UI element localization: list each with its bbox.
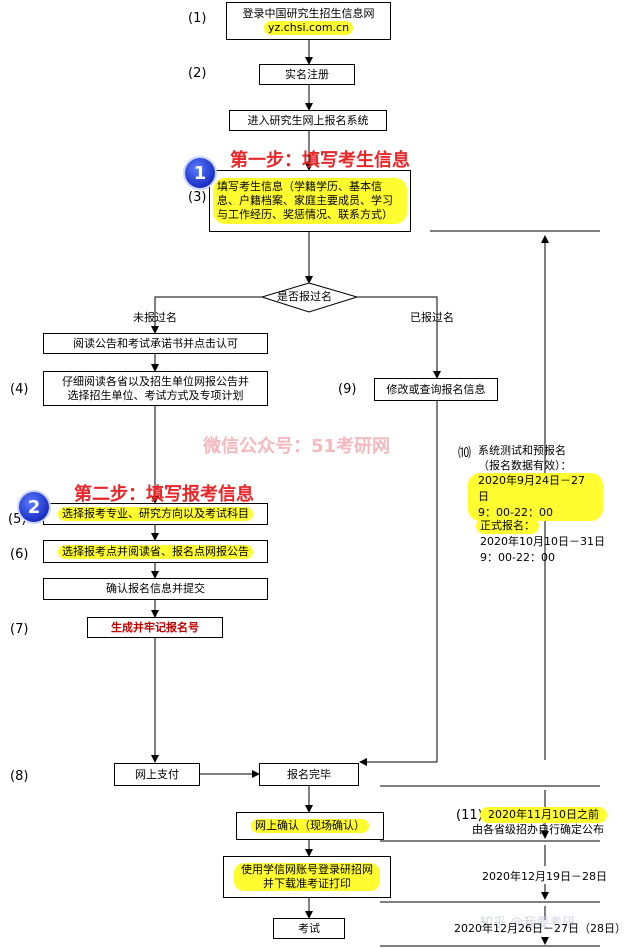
- login-label: 登录中国研究生招生信息网: [242, 7, 375, 20]
- formal-title: 正式报名：: [476, 518, 539, 534]
- fill-info-label: 填写考生信息（学籍学历、基本信息、户籍档案、家庭主要成员、学习与工作经历、奖惩情…: [213, 178, 407, 224]
- print-ticket-label: 使用学信网账号登录研招网并下载准考证打印: [234, 863, 380, 891]
- exam-dates: 2020年12月26日－27日（28日）: [454, 922, 626, 935]
- online-confirm-label: 网上确认（现场确认）: [251, 819, 369, 833]
- zhihu-watermark: 知乎 @我要考研: [480, 916, 576, 931]
- step-number-3: (3): [188, 190, 207, 205]
- step-number-4: (4): [10, 382, 29, 397]
- step-number-6: (6): [10, 547, 29, 562]
- choose-site-box: 选择报考点并阅读省、报名点网报公告: [43, 540, 268, 563]
- watermark: 微信公众号：51考研网: [203, 436, 391, 457]
- step-number-7: (7): [10, 622, 29, 637]
- step1-badge: 1: [185, 158, 215, 188]
- test-dates: 2020年9月24日－27日 9：00-22：00: [468, 473, 603, 521]
- login-box: 登录中国研究生招生信息网 yz.chsi.com.cn: [226, 2, 391, 40]
- step-number-2: (2): [188, 66, 207, 81]
- fill-info-box: 填写考生信息（学籍学历、基本信息、户籍档案、家庭主要成员、学习与工作经历、奖惩情…: [209, 170, 411, 232]
- read-notice-box: 阅读公告和考试承诺书并点击认可: [43, 333, 268, 354]
- choose-site-label: 选择报考点并阅读省、报名点网报公告: [58, 544, 253, 559]
- print-ticket-box: 使用学信网账号登录研招网并下载准考证打印: [223, 856, 391, 898]
- step-number-8: (8): [10, 769, 29, 784]
- confirm-deadline: 2020年11月10日之前: [480, 807, 607, 823]
- generate-number-box: 生成并牢记报名号: [87, 617, 223, 638]
- step-number-9: (9): [338, 382, 357, 397]
- decision-diamond: [260, 282, 359, 313]
- step2-badge: 2: [19, 492, 49, 522]
- choose-major-label: 选择报考专业、研究方向以及考试科目: [58, 507, 253, 521]
- step1-title: 第一步：填写考生信息: [230, 150, 410, 171]
- test-date-range: 2020年9月24日－27日: [478, 474, 585, 503]
- enter-system-box: 进入研究生网上报名系统: [229, 110, 387, 131]
- confirm-submit-box: 确认报名信息并提交: [43, 578, 268, 600]
- complete-box: 报名完毕: [259, 763, 359, 786]
- formal-time: 9：00-22：00: [480, 551, 555, 564]
- step-number-1: (1): [188, 11, 207, 26]
- register-box: 实名注册: [259, 64, 355, 85]
- online-confirm-box: 网上确认（现场确认）: [236, 812, 384, 840]
- test-time-range: 9：00-22：00: [478, 506, 553, 519]
- formal-date: 2020年10月10日－31日: [480, 535, 605, 548]
- step-number-10: ⑽: [458, 446, 472, 461]
- step-number-11: (11): [456, 808, 483, 823]
- print-dates: 2020年12月19日－28日: [482, 870, 607, 883]
- test-title: 系统测试和预报名: [478, 444, 566, 457]
- test-subtitle: （报名数据有效）：: [478, 459, 572, 472]
- modify-query-box: 修改或查询报名信息: [374, 378, 498, 401]
- exam-box: 考试: [273, 918, 345, 939]
- step2-title: 第二步：填写报考信息: [74, 484, 254, 505]
- read-carefully-box: 仔细阅读各省以及招生单位网报公告并选择招生单位、考试方式及专项计划: [43, 371, 268, 406]
- login-url: yz.chsi.com.cn: [263, 21, 354, 35]
- decision-label: 是否报过名: [277, 290, 332, 303]
- choose-major-box: 选择报考专业、研究方向以及考试科目: [43, 503, 268, 525]
- registered-label: 已报过名: [410, 311, 454, 324]
- not-registered-label: 未报过名: [133, 311, 177, 324]
- confirm-note: 由各省级招办自行确定公布: [472, 823, 604, 836]
- online-pay-box: 网上支付: [114, 763, 200, 786]
